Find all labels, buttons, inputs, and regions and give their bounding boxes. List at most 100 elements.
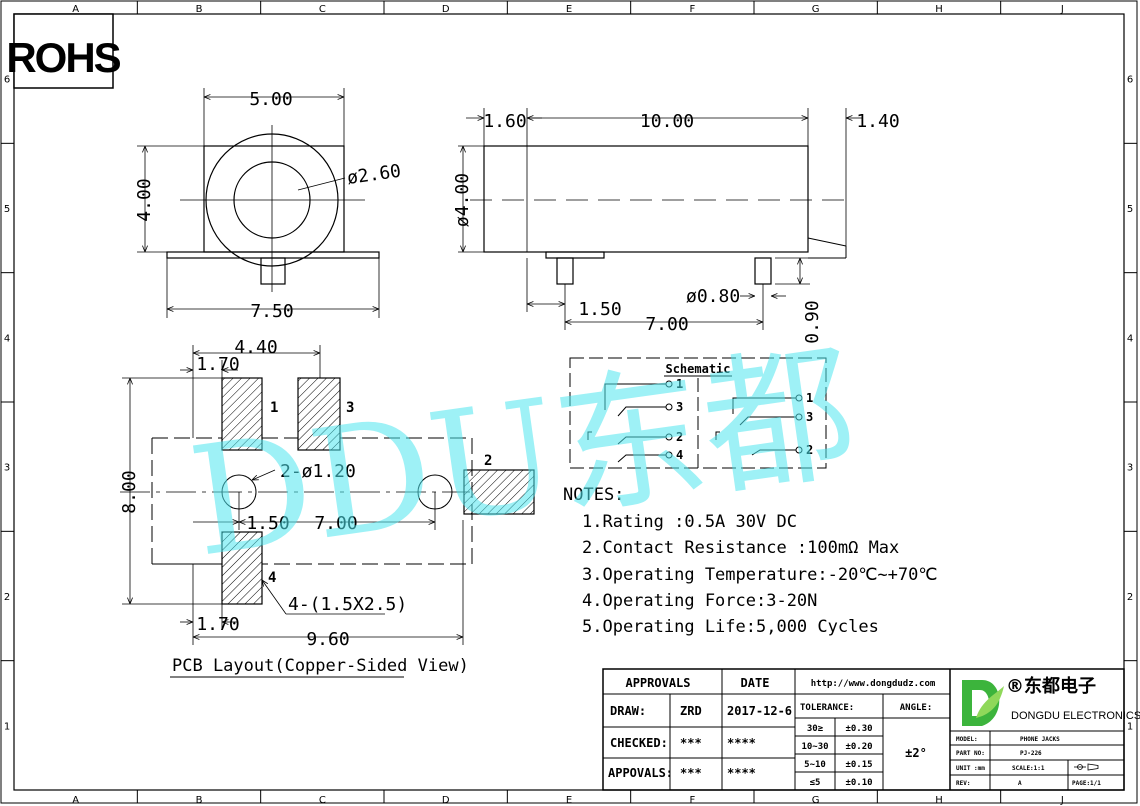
- rohs-label: ROHS: [6, 34, 120, 81]
- schematic-left-pin-3: 3: [676, 400, 683, 414]
- checked-date: ****: [727, 736, 756, 750]
- unit-label: UNIT :mm: [956, 765, 985, 772]
- front-offset-dim: 1.60: [483, 111, 526, 132]
- pcb-total-width-dim: 9.60: [306, 629, 349, 650]
- company-name-en: DONGDU ELECTRONICS: [1011, 710, 1140, 722]
- appovals-date: ****: [727, 766, 756, 780]
- column-label: B: [196, 4, 203, 15]
- column-label: C: [319, 4, 326, 15]
- base-width-dim: 7.50: [250, 301, 293, 322]
- column-label: F: [689, 4, 695, 15]
- tolerance-range: 5~10: [804, 760, 826, 770]
- pcb-pads: [221, 377, 535, 605]
- column-label: C: [319, 795, 326, 806]
- model-label: MODEL:: [956, 736, 978, 743]
- pcb-top-width-dim: 4.40: [234, 337, 277, 358]
- column-label: G: [812, 795, 820, 806]
- row-label: 5: [4, 204, 10, 215]
- appovals-name: ***: [680, 766, 702, 780]
- column-label: G: [812, 4, 820, 15]
- row-label: 4: [4, 333, 10, 344]
- notes: NOTES: 1.Rating :0.5A 30V DC 2.Contact R…: [563, 485, 937, 637]
- tolerance-value: ±0.20: [845, 742, 872, 752]
- pad-label-2: 2: [484, 453, 492, 469]
- bore-diameter-dim: ø2.60: [346, 161, 403, 189]
- tolerance-range: 10~30: [801, 742, 828, 752]
- note-item: 1.Rating :0.5A 30V DC: [582, 512, 797, 532]
- pad-label-1: 1: [270, 400, 278, 416]
- tolerance-header: TOLERANCE:: [800, 703, 854, 713]
- checked-label: CHECKED:: [610, 736, 668, 750]
- body-length-dim: 10.00: [640, 111, 694, 132]
- row-label: 5: [1127, 204, 1133, 215]
- schematic: [569, 357, 827, 469]
- note-item: 4.Operating Force:3-20N: [582, 591, 817, 611]
- pad-1: [221, 377, 263, 451]
- schematic-title: Schematic: [665, 362, 730, 376]
- front-width-dim: 5.00: [249, 89, 292, 110]
- front-view: [137, 88, 380, 318]
- approvals-header: APPROVALS: [625, 676, 690, 690]
- appovals-label: APPOVALS:: [608, 766, 673, 780]
- pcb-height-dim: 8.00: [119, 470, 140, 513]
- column-label: H: [935, 4, 943, 15]
- company-logo-icon: [962, 680, 1004, 726]
- column-label: E: [566, 4, 572, 15]
- checked-name: ***: [680, 736, 702, 750]
- tolerance-value: ±0.15: [845, 760, 872, 770]
- row-label: 3: [4, 463, 10, 474]
- row-label: 2: [1127, 592, 1133, 603]
- company-name-cn: ®东都电子: [1006, 675, 1096, 697]
- model-value: PHONE JACKS: [1020, 736, 1060, 743]
- date-header: DATE: [741, 676, 770, 690]
- website: http://www.dongdudz.com: [811, 679, 936, 689]
- notes-heading: NOTES:: [563, 485, 624, 505]
- column-label: H: [935, 795, 943, 806]
- draw-name: ZRD: [680, 704, 702, 718]
- hole-offset-dim: 1.50: [246, 513, 289, 534]
- tolerance-value: ±0.10: [845, 778, 872, 788]
- part-label: PART NO:: [956, 750, 985, 757]
- tolerance-range: 30≥: [807, 724, 824, 734]
- title-block: [602, 668, 1125, 791]
- angle-value: ±2°: [905, 746, 927, 760]
- pin-offset-dim: 1.50: [578, 299, 621, 320]
- pad-4: [221, 531, 263, 605]
- rear-offset-dim: 1.40: [856, 111, 899, 132]
- pin-spacing-dim: 7.00: [645, 314, 688, 335]
- part-value: PJ-226: [1020, 750, 1042, 757]
- note-item: 2.Contact Resistance :100mΩ Max: [582, 538, 899, 558]
- column-label: A: [72, 795, 79, 806]
- rev-label: REV:: [956, 780, 970, 787]
- column-label: E: [566, 795, 572, 806]
- draw-label: DRAW:: [610, 704, 646, 718]
- page-label: PAGE:1/1: [1072, 780, 1101, 787]
- side-view: [458, 108, 862, 330]
- schematic-right-pin-1: 1: [806, 391, 813, 405]
- column-label: D: [442, 4, 450, 15]
- draw-date: 2017-12-6: [727, 704, 792, 718]
- pad-callout: 4-(1.5X2.5): [288, 594, 407, 615]
- row-label: 3: [1127, 463, 1133, 474]
- schematic-left-pin-4: 4: [676, 448, 683, 462]
- pin-height-dim: 0.90: [802, 300, 823, 343]
- column-label: B: [196, 795, 203, 806]
- schematic-left-pin-1: 1: [676, 377, 683, 391]
- note-item: 3.Operating Temperature:-20℃~+70℃: [582, 565, 937, 585]
- schematic-left-pin-2: 2: [676, 430, 683, 444]
- tolerance-range: ≤5: [810, 778, 821, 788]
- tolerance-value: ±0.30: [845, 724, 872, 734]
- pad-3: [297, 377, 341, 451]
- pad-label-4: 4: [268, 570, 276, 586]
- side-diameter-dim: ø4.00: [452, 173, 473, 227]
- pcb-pad-width-bottom-dim: 1.70: [196, 614, 239, 635]
- pad-label-3: 3: [346, 400, 354, 416]
- row-label: 2: [4, 592, 10, 603]
- row-label: 6: [4, 75, 10, 86]
- column-label: A: [72, 4, 79, 15]
- note-item: 5.Operating Life:5,000 Cycles: [582, 617, 879, 637]
